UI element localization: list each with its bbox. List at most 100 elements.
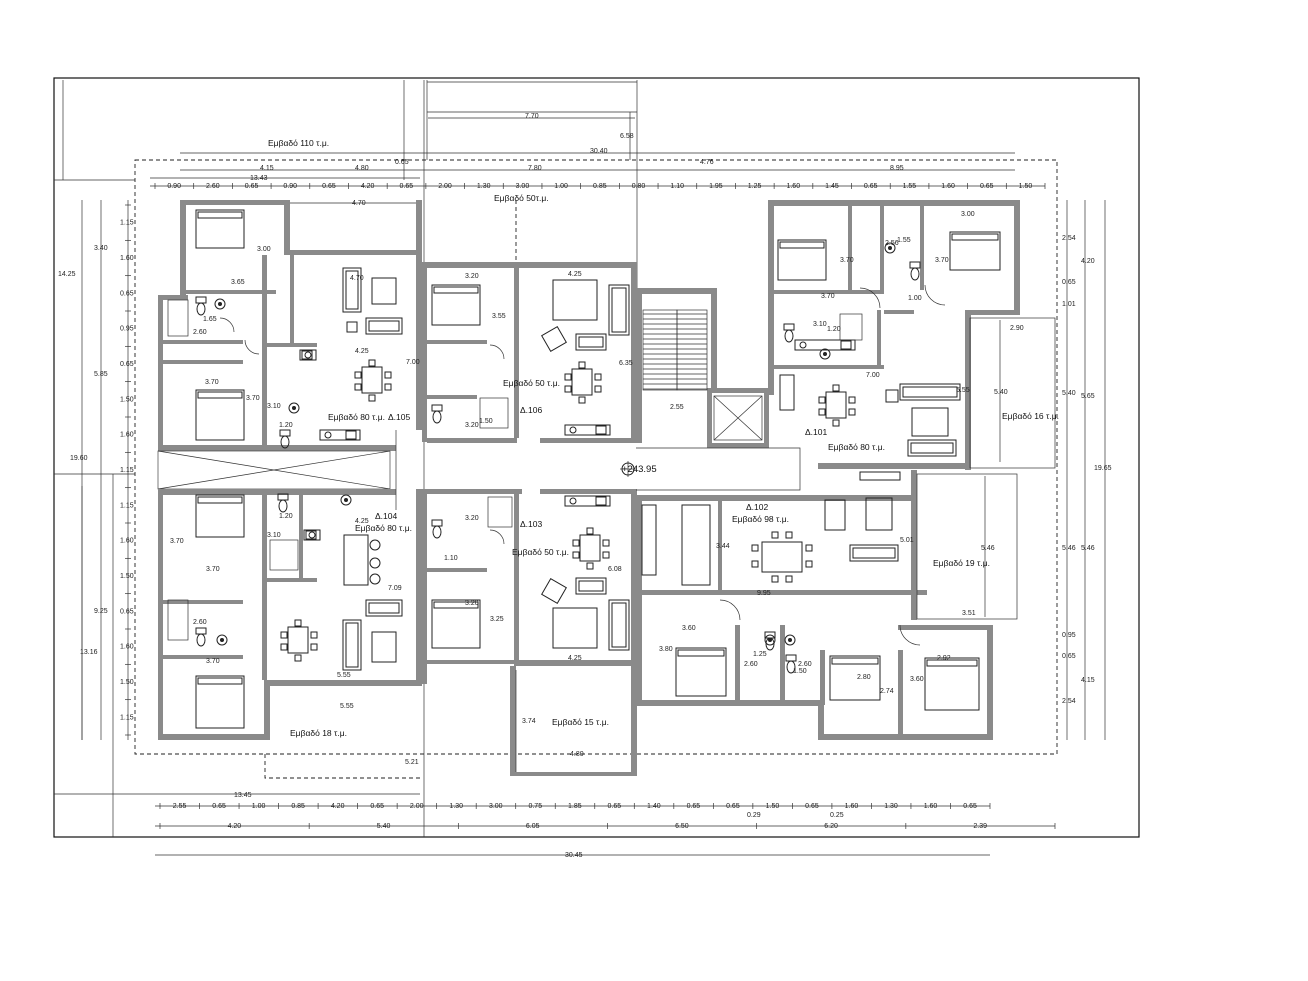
chair [280,631,288,639]
coffee-table [552,607,598,649]
dim-label: 1.60 [120,644,134,651]
chair [848,408,856,416]
svg-text:3.70: 3.70 [840,257,854,264]
pillow [433,286,479,294]
toilet [196,633,206,647]
chair [785,531,793,539]
unit-id-105: Δ.105 [388,412,410,422]
dim-label: 1.60 [786,183,800,190]
pillow [433,601,479,609]
svg-text:3.70: 3.70 [170,538,184,545]
dim-label: 0.65 [120,608,134,615]
dim-label: 0.65 [608,803,622,810]
svg-text:2.90: 2.90 [1010,325,1024,332]
toilet-tank [785,654,797,662]
sink [884,242,896,254]
chair [294,619,302,627]
dim-label: 2.55 [173,803,187,810]
armchair [371,277,397,305]
bed [829,655,881,701]
dim-r-2-54b: 2.54 [1062,698,1076,705]
dim-label: 0.65 [212,803,226,810]
sink [764,634,776,646]
door-swing [489,529,505,545]
chair [751,544,759,552]
svg-text:5.21: 5.21 [405,759,419,766]
dim-0-65a: 0.65 [395,159,409,166]
kitchen-counter [794,339,856,351]
dim-label: 1.60 [941,183,955,190]
sofa [899,383,961,401]
toilet [196,302,206,316]
svg-text:3.70: 3.70 [821,293,835,300]
svg-text:3.70: 3.70 [205,379,219,386]
dim-13-45: 13.45 [234,792,252,799]
svg-text:3.10: 3.10 [267,532,281,539]
armchair [865,497,893,531]
dim-9-25: 9.25 [94,608,108,615]
door-swing [244,339,260,355]
dim-label: 1.60 [120,255,134,262]
chair [751,560,759,568]
svg-text:5.46: 5.46 [981,545,995,552]
bed [949,231,1001,271]
sofa [608,599,630,651]
left-dimensions: 14.25 19.60 13.16 3.40 5.85 9.25 1.151.6… [58,200,134,740]
dim-label: 0.85 [291,803,305,810]
dim-label: 1.15 [120,502,134,509]
area-label-top-110: Εμβαδό 110 τ.μ. [268,138,329,148]
shower [167,299,189,337]
svg-text:2.80: 2.80 [857,674,871,681]
chair [602,539,610,547]
door-swing [899,624,921,646]
sink [340,494,352,506]
dim-label: 0.65 [120,361,134,368]
area-label-103: Εμβαδό 50 τ.μ. [512,547,569,557]
svg-text:3.00: 3.00 [257,246,271,253]
sofa [365,599,403,617]
dim-19-65: 19.65 [1094,465,1112,472]
area-label-balcony-15: Εμβαδό 15 τ.μ. [552,717,609,727]
kitchen-counter [641,504,657,576]
dim-label: 1.85 [568,803,582,810]
chair [280,643,288,651]
sofa [608,284,630,336]
svg-text:3.70: 3.70 [206,566,220,573]
elevation-marker: +243.95 [622,464,657,475]
dim-label: 1.50 [120,679,134,686]
svg-text:2.56: 2.56 [885,240,899,247]
chair [310,631,318,639]
sofa [365,317,403,335]
dim-30-45: 30.45 [565,852,583,859]
dim-label: 1.50 [766,803,780,810]
svg-text:3.60: 3.60 [910,676,924,683]
dim-label: 3.00 [489,803,503,810]
bar-stool [369,539,381,551]
pillow [926,659,978,667]
pillow [951,233,999,241]
dim-label: 2.00 [410,803,424,810]
kitchen-counter [564,424,611,436]
bed [431,599,481,649]
sink [819,348,831,360]
unit-id-101: Δ.101 [805,427,827,437]
door-swing [719,599,741,621]
svg-text:3.70: 3.70 [206,658,220,665]
svg-text:2.60: 2.60 [193,619,207,626]
dim-30-40: 30.40 [590,148,608,155]
svg-text:7.00: 7.00 [866,372,880,379]
chair [832,419,840,427]
svg-text:4.25: 4.25 [355,348,369,355]
dim-label: 4.20 [331,803,345,810]
chair [805,560,813,568]
toilet [432,410,442,424]
dim-label: 1.00 [252,803,266,810]
svg-text:4.25: 4.25 [355,518,369,525]
shower [167,599,189,641]
dim-label: 1.50 [120,573,134,580]
right-dimensions: 19.65 4.20 5.65 5.46 4.15 2.54 0.65 1.01… [1062,200,1112,740]
dim-label: 1.15 [120,220,134,227]
svg-text:2.60: 2.60 [193,329,207,336]
dim-label: 4.20 [361,183,375,190]
